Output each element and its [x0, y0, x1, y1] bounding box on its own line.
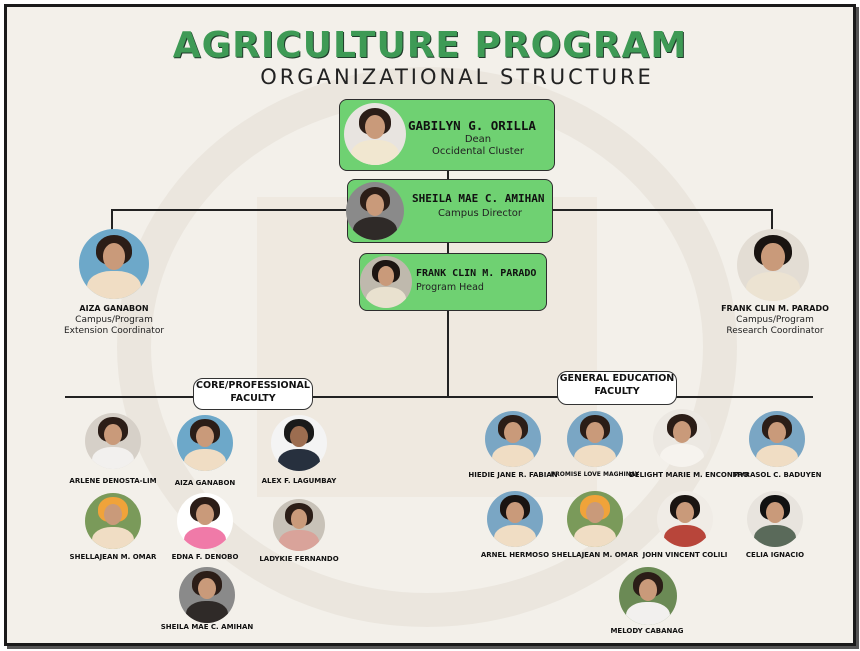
faculty-photo [653, 409, 711, 467]
faculty-name: HIEDIE JANE R. FABIAN [468, 471, 558, 479]
faculty-name: EDNA F. DENOBO [171, 553, 239, 561]
faculty-photo [567, 411, 623, 467]
faculty-name: LADYKIE FERNANDO [259, 555, 339, 563]
dean-role: Dean [464, 134, 492, 145]
extension-coordinator-text: AIZA GANABON Campus/Program Extension Co… [47, 303, 181, 337]
faculty-photo [657, 491, 713, 547]
extension-coordinator-photo [79, 229, 149, 299]
dean-box: GABILYN G. ORILLA Dean Occidental Cluste… [339, 99, 555, 171]
faculty-name: JOHN VINCENT COLILI [642, 551, 728, 559]
faculty-photo [271, 415, 327, 471]
director-box: SHEILA MAE C. AMIHAN Campus Director [346, 179, 553, 243]
faculty-photo [567, 491, 623, 547]
research-coordinator-role1: Campus/Program [736, 315, 814, 325]
connector-left-drop [111, 209, 113, 231]
faculty-photo [487, 491, 543, 547]
program-head-photo [360, 256, 412, 308]
core-heading-line1: CORE/PROFESSIONAL [196, 380, 310, 391]
core-heading-line2: FACULTY [230, 393, 276, 404]
research-coordinator-role2: Research Coordinator [726, 326, 824, 336]
faculty-photo [747, 491, 803, 547]
faculty-photo [485, 411, 541, 467]
extension-coordinator-role2: Extension Coordinator [63, 326, 165, 336]
extension-coordinator-role1: Campus/Program [75, 315, 153, 325]
faculty-name: ARNEL HERMOSO [480, 551, 550, 559]
connector-director-head [447, 243, 449, 257]
connector-dean-director [447, 171, 449, 181]
dean-photo [344, 103, 406, 165]
faculty-photo [749, 411, 805, 467]
core-faculty-heading: CORE/PROFESSIONAL FACULTY [193, 378, 313, 410]
connector-head-faculty [447, 309, 449, 397]
faculty-photo [273, 499, 325, 551]
faculty-name: MELODY CABANAG [610, 627, 684, 635]
chart-subtitle: ORGANIZATIONAL STRUCTURE [260, 65, 654, 89]
director-photo [346, 182, 404, 240]
org-chart-frame: AGRICULTURE PROGRAM ORGANIZATIONAL STRUC… [4, 4, 856, 646]
faculty-name: CELIA IGNACIO [745, 551, 805, 559]
research-coordinator-photo [737, 229, 809, 301]
dean-cluster: Occidental Cluster [432, 146, 524, 157]
connector-right-drop [771, 209, 773, 231]
program-head-name: FRANK CLIN M. PARADO [416, 268, 537, 279]
faculty-photo [177, 415, 233, 471]
gened-heading-line1: GENERAL EDUCATION [559, 373, 675, 384]
faculty-name: PROMISE LOVE MAGHINAY [550, 471, 640, 478]
research-coordinator-name: FRANK CLIN M. PARADO [721, 304, 829, 313]
faculty-name: ARLENE DENOSTA-LIM [69, 477, 157, 485]
faculty-photo [85, 493, 141, 549]
faculty-name: AIZA GANABON [174, 479, 236, 487]
gened-faculty-heading: GENERAL EDUCATION FACULTY [557, 371, 677, 405]
faculty-photo [85, 413, 141, 469]
faculty-photo [619, 567, 677, 625]
chart-title: AGRICULTURE PROGRAM [172, 25, 688, 66]
faculty-name: DELIGHT MARIE M. ENCONTRO [629, 471, 749, 479]
dean-name: GABILYN G. ORILLA [408, 118, 536, 133]
faculty-name: SHELLAJEAN M. OMAR [551, 551, 639, 559]
program-head-role: Program Head [416, 282, 484, 293]
faculty-photo [179, 567, 235, 623]
faculty-name: MYRASOL C. BADUYEN [732, 471, 822, 479]
director-name: SHEILA MAE C. AMIHAN [412, 192, 545, 205]
gened-heading-line2: FACULTY [594, 386, 640, 397]
research-coordinator-text: FRANK CLIN M. PARADO Campus/Program Rese… [705, 303, 845, 337]
extension-coordinator-name: AIZA GANABON [79, 304, 149, 313]
faculty-photo [177, 493, 233, 549]
connector-faculty-horizontal [65, 396, 813, 398]
faculty-name: SHELLAJEAN M. OMAR [69, 553, 157, 561]
faculty-name: ALEX F. LAGUMBAY [261, 477, 337, 485]
director-role: Campus Director [437, 208, 523, 219]
faculty-name: SHEILA MAE C. AMIHAN [160, 623, 254, 631]
program-head-box: FRANK CLIN M. PARADO Program Head [359, 253, 547, 311]
